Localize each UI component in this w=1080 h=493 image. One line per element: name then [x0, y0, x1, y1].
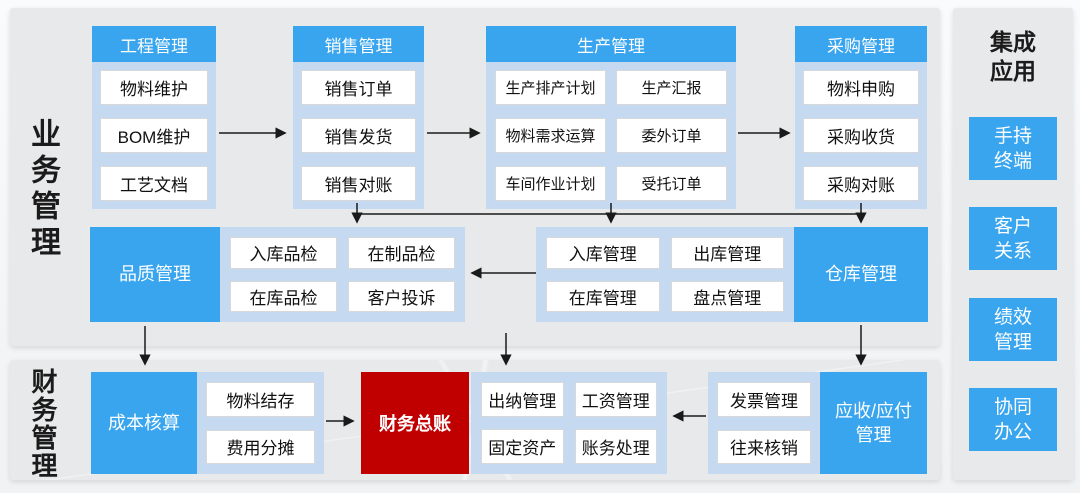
- module-box: 工艺文档: [100, 166, 208, 201]
- quality-label-box: 品质管理: [90, 227, 220, 322]
- integration-item-crm: 客户 关系: [969, 207, 1057, 270]
- integration-item-performance: 绩效 管理: [969, 298, 1057, 361]
- module-box: BOM维护: [100, 118, 208, 153]
- column-production: 生产管理 生产排产计划 生产汇报 物料需求运算 委外订单 车间作业计划 受托订单: [486, 26, 736, 209]
- module-box: 出纳管理: [481, 382, 564, 417]
- integration-item-handheld: 手持 终端: [969, 117, 1057, 180]
- module-box: 销售对账: [301, 166, 416, 201]
- module-box: 出库管理: [670, 237, 784, 269]
- module-box: 在库品检: [230, 280, 337, 312]
- module-box: 销售发货: [301, 118, 416, 153]
- module-box: 往来核销: [717, 429, 811, 464]
- column-purchasing-body: 物料申购 采购收货 采购对账: [795, 62, 927, 209]
- cashier-group: 出纳管理 工资管理 固定资产 账务处理: [471, 372, 667, 474]
- module-box: 客户投诉: [348, 280, 455, 312]
- module-box: 物料需求运算: [495, 118, 606, 153]
- module-box: 入库品检: [230, 237, 337, 269]
- warehouse-label-box: 仓库管理: [794, 227, 928, 322]
- module-box: 物料维护: [100, 70, 208, 105]
- module-box: 物料申购: [803, 70, 919, 105]
- business-section-label: 业务管理: [26, 118, 59, 262]
- integration-item-line: 办公: [993, 421, 1032, 443]
- general-ledger-box: 财务总账: [361, 372, 469, 474]
- module-box: 在库管理: [546, 280, 660, 312]
- integration-item-line: 绩效: [993, 306, 1032, 328]
- module-box: 账务处理: [574, 429, 657, 464]
- module-box: 入库管理: [546, 237, 660, 269]
- receivable-label-line1: 应收/应付: [834, 400, 912, 421]
- warehouse-group: 入库管理 出库管理 在库管理 盘点管理 仓库管理: [536, 227, 928, 322]
- receivable-items: 发票管理 往来核销: [708, 372, 820, 474]
- module-box: 受托订单: [616, 166, 727, 201]
- quality-items: 入库品检 在制品检 在库品检 客户投诉: [220, 227, 465, 322]
- integration-item-line: 协同: [993, 396, 1032, 418]
- column-production-body: 生产排产计划 生产汇报 物料需求运算 委外订单 车间作业计划 受托订单: [486, 62, 736, 209]
- integration-item-oa: 协同 办公: [969, 388, 1057, 451]
- column-sales-body: 销售订单 销售发货 销售对账: [293, 62, 424, 209]
- receivable-label-box: 应收/应付 管理: [820, 372, 927, 474]
- column-sales: 销售管理 销售订单 销售发货 销售对账: [293, 26, 424, 209]
- module-box: 物料结存: [206, 382, 315, 417]
- module-box: 固定资产: [481, 429, 564, 464]
- module-box: 生产排产计划: [495, 70, 606, 105]
- cost-group: 成本核算 物料结存 费用分摊: [91, 372, 324, 474]
- finance-section-label: 财务管理: [28, 368, 58, 480]
- module-box: 采购对账: [803, 166, 919, 201]
- integration-item-line: 客户: [993, 215, 1032, 237]
- cost-items: 物料结存 费用分摊: [197, 372, 324, 474]
- quality-group: 品质管理 入库品检 在制品检 在库品检 客户投诉: [90, 227, 465, 322]
- module-box: 工资管理: [574, 382, 657, 417]
- module-box: 费用分摊: [206, 429, 315, 464]
- integration-item-line: 手持: [993, 125, 1032, 147]
- receivable-label-line2: 管理: [855, 425, 892, 445]
- module-box: 销售订单: [301, 70, 416, 105]
- column-purchasing: 采购管理 物料申购 采购收货 采购对账: [795, 26, 927, 209]
- module-box: 委外订单: [616, 118, 727, 153]
- column-engineering-body: 物料维护 BOM维护 工艺文档: [92, 62, 216, 209]
- column-sales-header: 销售管理: [293, 26, 424, 62]
- column-engineering-header: 工程管理: [92, 26, 216, 62]
- column-purchasing-header: 采购管理: [795, 26, 927, 62]
- integration-item-line: 关系: [993, 240, 1032, 262]
- module-box: 在制品检: [348, 237, 455, 269]
- column-production-header: 生产管理: [486, 26, 736, 62]
- module-box: 发票管理: [717, 382, 811, 417]
- integration-title: 集成 应用: [953, 28, 1073, 86]
- module-box: 盘点管理: [670, 280, 784, 312]
- module-box: 车间作业计划: [495, 166, 606, 201]
- integration-title-line1: 集成: [990, 29, 1036, 55]
- column-engineering: 工程管理 物料维护 BOM维护 工艺文档: [92, 26, 216, 209]
- module-box: 生产汇报: [616, 70, 727, 105]
- receivable-group: 发票管理 往来核销 应收/应付 管理: [708, 372, 927, 474]
- integration-item-line: 管理: [993, 331, 1032, 353]
- cost-label-box: 成本核算: [91, 372, 197, 474]
- integration-title-line2: 应用: [990, 58, 1036, 84]
- integration-item-line: 终端: [993, 150, 1032, 172]
- module-box: 采购收货: [803, 118, 919, 153]
- warehouse-items: 入库管理 出库管理 在库管理 盘点管理: [536, 227, 794, 322]
